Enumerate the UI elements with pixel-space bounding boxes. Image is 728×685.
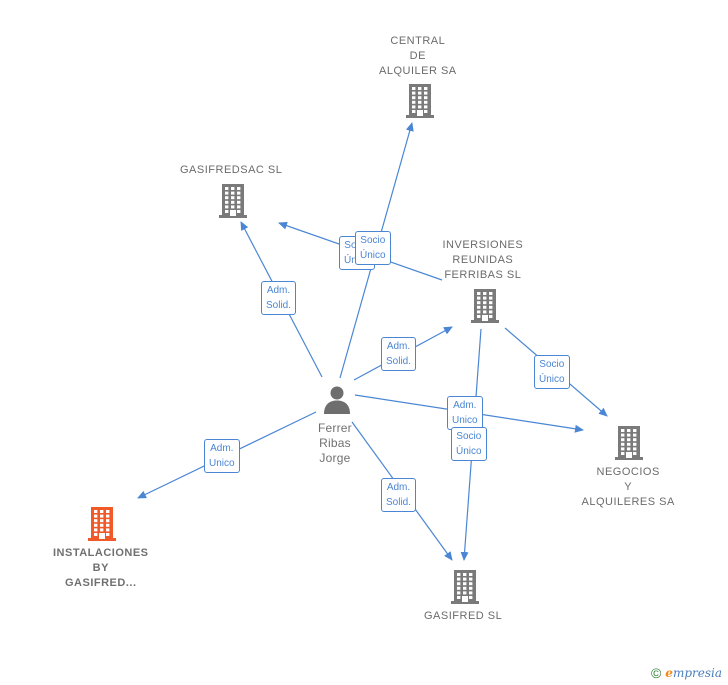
node-label-instalaciones[interactable]: INSTALACIONES BY GASIFRED... xyxy=(53,546,149,591)
relation-badge-line: Adm. xyxy=(386,482,411,493)
node-label-line: ALQUILERES SA xyxy=(581,496,675,508)
person-icon[interactable] xyxy=(322,385,352,420)
brand-logo: empresia xyxy=(665,666,722,680)
node-label-line: INSTALACIONES xyxy=(53,547,149,559)
relation-badge-line: Adm. xyxy=(453,400,477,411)
node-label-central[interactable]: CENTRAL DE ALQUILER SA xyxy=(379,34,457,79)
copyright-symbol: © xyxy=(650,665,662,681)
building-icon[interactable] xyxy=(406,84,434,123)
relation-badge-r6[interactable]: Adm. Unico xyxy=(447,396,483,430)
building-icon[interactable] xyxy=(615,426,643,465)
relation-badge-line: Socio xyxy=(360,235,386,246)
footer-brand[interactable]: © empresia xyxy=(651,665,722,681)
node-label-line: BY xyxy=(92,562,109,574)
relation-badge-line: Único xyxy=(539,374,565,385)
relation-badge-line: Solid. xyxy=(386,497,412,508)
node-label-line: Ribas xyxy=(319,436,351,450)
node-label-line: Jorge xyxy=(319,451,351,465)
node-label-negocios[interactable]: NEGOCIOS Y ALQUILERES SA xyxy=(582,465,675,510)
building-icon[interactable] xyxy=(88,507,116,546)
relation-badge-r8[interactable]: Adm. Solid. xyxy=(381,478,417,512)
node-label-line: Ferrer xyxy=(318,421,352,435)
relation-badge-line: Socio xyxy=(456,431,482,442)
node-label-line: NEGOCIOS xyxy=(596,466,660,478)
building-icon[interactable] xyxy=(451,570,479,609)
relation-badge-r9[interactable]: Adm. Unico xyxy=(204,439,240,473)
node-label-line: GASIFREDSAC SL xyxy=(180,164,283,176)
node-label-gasifred[interactable]: GASIFRED SL xyxy=(424,609,502,624)
relation-badge-r4[interactable]: Adm. Solid. xyxy=(381,337,417,371)
relation-badge-line: Unico xyxy=(452,415,478,426)
node-label-line: GASIFRED... xyxy=(65,577,137,589)
node-label-line: INVERSIONES xyxy=(442,239,524,251)
relation-badge-line: Unico xyxy=(209,458,235,469)
relation-badge-line: Socio xyxy=(539,359,565,370)
node-label-line: ALQUILER SA xyxy=(379,65,457,77)
node-label-line: REUNIDAS xyxy=(452,254,514,266)
node-label-line: Y xyxy=(624,481,633,493)
node-label-line: CENTRAL xyxy=(390,35,446,47)
node-label-gasifredsac[interactable]: GASIFREDSAC SL xyxy=(180,163,282,178)
relation-badge-line: Adm. xyxy=(266,285,291,296)
relation-badge-line: Único xyxy=(360,250,386,261)
relation-badge-r3[interactable]: Adm. Solid. xyxy=(261,281,297,315)
relation-badge-line: Adm. xyxy=(210,443,234,454)
building-icon[interactable] xyxy=(471,289,499,328)
node-label-line: GASIFRED SL xyxy=(424,610,503,622)
node-label-line: FERRIBAS SL xyxy=(444,269,522,281)
relation-badge-line: Adm. xyxy=(386,341,411,352)
node-label-inversiones[interactable]: INVERSIONES REUNIDAS FERRIBAS SL xyxy=(443,238,524,283)
relation-badge-line: Solid. xyxy=(266,300,292,311)
building-icon[interactable] xyxy=(219,184,247,223)
relation-badge-line: Solid. xyxy=(386,356,412,367)
relation-badge-line: Único xyxy=(456,446,482,457)
node-label-line: DE xyxy=(409,50,426,62)
